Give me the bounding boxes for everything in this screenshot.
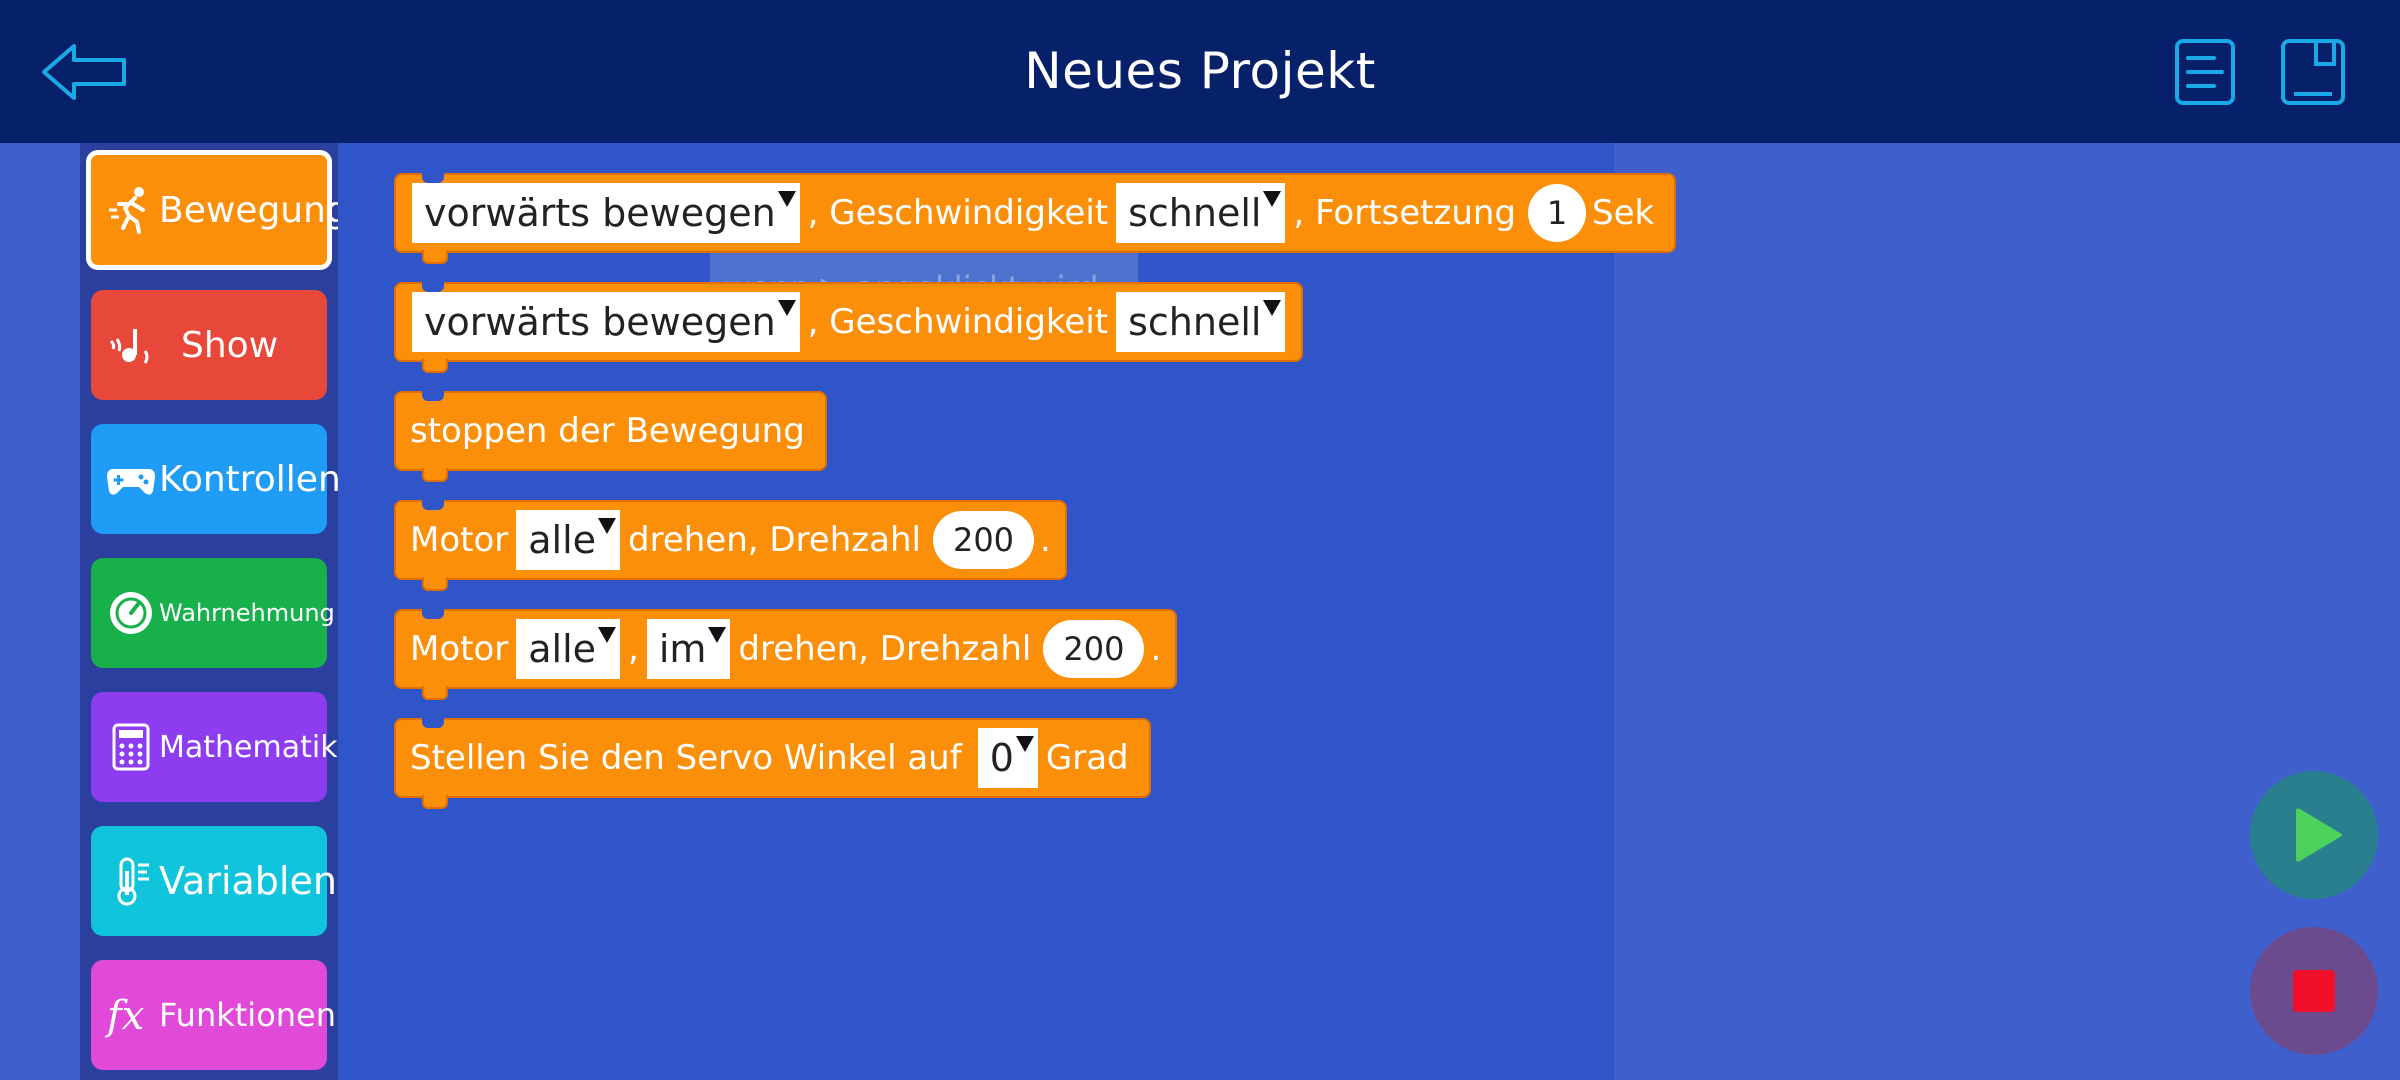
svg-text:fx: fx	[105, 993, 144, 1039]
category-wahrnehmung[interactable]: Wahrnehmung	[91, 558, 335, 668]
motor-rotate-direction-block[interactable]: Motor alle , im drehen, Drehzahl 200 .	[394, 609, 1178, 700]
dropdown-value: vorwärts bewegen	[424, 300, 776, 344]
block-text: .	[1040, 520, 1051, 560]
save-icon	[2281, 39, 2345, 105]
calculator-icon	[112, 723, 150, 771]
duration-input[interactable]: 1	[1528, 184, 1587, 242]
dropdown-value: 0	[989, 736, 1014, 780]
category-variablen[interactable]: Variablen	[91, 826, 337, 936]
move-block-with-duration[interactable]: vorwärts bewegen , Geschwindigkeit schne…	[394, 173, 1677, 264]
fx-icon: fx	[105, 993, 144, 1039]
category-sidebar: Bewegung Show Kontrollen Wahrnehmung	[80, 143, 349, 1080]
dropdown-arrow-icon	[1263, 191, 1282, 207]
back-button[interactable]	[40, 40, 130, 104]
sensor-gauge-icon	[110, 592, 152, 634]
running-person-icon	[109, 187, 145, 234]
gamepad-icon	[107, 469, 155, 495]
category-label: Show	[181, 324, 279, 366]
block-text: Motor	[410, 520, 509, 560]
top-bar: Neues Projekt	[0, 0, 2400, 143]
block-text: , Geschwindigkeit	[807, 302, 1109, 342]
dropdown-value: vorwärts bewegen	[424, 191, 776, 235]
category-label: Funktionen	[159, 996, 337, 1034]
stop-movement-block[interactable]: stoppen der Bewegung	[394, 391, 827, 482]
category-label: Kontrollen	[159, 458, 341, 500]
motor-dropdown[interactable]: alle	[516, 619, 621, 679]
play-icon	[2296, 808, 2342, 862]
dropdown-arrow-icon	[598, 627, 617, 643]
category-funktionen[interactable]: fx Funktionen	[91, 960, 336, 1070]
rpm-input[interactable]: 200	[1043, 620, 1145, 678]
dropdown-value: alle	[528, 518, 597, 562]
category-show[interactable]: Show	[91, 290, 327, 400]
dropdown-value: schnell	[1128, 300, 1262, 344]
document-list-icon	[2175, 39, 2235, 105]
block-text: Sek	[1592, 193, 1655, 233]
category-label: Variablen	[159, 859, 337, 903]
dropdown-arrow-icon	[777, 191, 796, 207]
rotation-direction-dropdown[interactable]: im	[646, 619, 731, 679]
dropdown-arrow-icon	[1263, 300, 1282, 316]
category-bewegung[interactable]: Bewegung	[86, 150, 349, 270]
run-button[interactable]	[2250, 771, 2378, 899]
category-kontrollen[interactable]: Kontrollen	[91, 424, 341, 534]
block-text: drehen, Drehzahl	[738, 629, 1032, 669]
dropdown-arrow-icon	[598, 518, 617, 534]
music-note-icon	[109, 329, 149, 364]
rpm-input[interactable]: 200	[932, 511, 1035, 569]
dropdown-arrow-icon	[1015, 736, 1034, 752]
project-list-button[interactable]	[2174, 38, 2236, 106]
block-text: drehen, Drehzahl	[628, 520, 921, 560]
speed-dropdown[interactable]: schnell	[1116, 183, 1286, 243]
angle-dropdown[interactable]: 0	[977, 728, 1038, 788]
thermometer-icon	[117, 857, 149, 906]
category-label: Mathematik	[159, 729, 338, 765]
dropdown-value: im	[658, 627, 707, 671]
block-text: , Geschwindigkeit	[807, 193, 1109, 233]
block-text: Motor	[410, 629, 509, 669]
block-text: stoppen der Bewegung	[410, 411, 805, 451]
arrow-left-icon	[42, 44, 126, 100]
block-text: Stellen Sie den Servo Winkel auf	[410, 738, 962, 778]
dropdown-value: alle	[528, 627, 597, 671]
block-text: , Fortsetzung	[1293, 193, 1517, 233]
stop-icon	[2293, 970, 2335, 1012]
category-mathematik[interactable]: Mathematik	[91, 692, 338, 802]
dropdown-arrow-icon	[708, 627, 727, 643]
block-text: .	[1150, 629, 1162, 669]
block-text: Grad	[1045, 738, 1129, 778]
dropdown-arrow-icon	[777, 300, 796, 316]
servo-angle-block[interactable]: Stellen Sie den Servo Winkel auf 0 Grad	[394, 718, 1151, 809]
dropdown-value: schnell	[1128, 191, 1262, 235]
category-label: Bewegung	[159, 189, 349, 231]
motor-rotate-block[interactable]: Motor alle drehen, Drehzahl 200 .	[394, 500, 1067, 591]
direction-dropdown[interactable]: vorwärts bewegen	[412, 183, 800, 243]
motor-dropdown[interactable]: alle	[516, 510, 621, 570]
stop-button[interactable]	[2250, 927, 2378, 1055]
save-button[interactable]	[2280, 38, 2345, 106]
block-text: ,	[628, 629, 639, 669]
speed-dropdown[interactable]: schnell	[1116, 292, 1286, 352]
category-label: Wahrnehmung	[159, 599, 335, 627]
direction-dropdown[interactable]: vorwärts bewegen	[412, 292, 800, 352]
page-title: Neues Projekt	[1024, 42, 1376, 100]
script-workspace[interactable]: wenn ▶ angeklickt wird vorwärts bewegen …	[338, 143, 1677, 1080]
move-block[interactable]: vorwärts bewegen , Geschwindigkeit schne…	[394, 282, 1304, 373]
